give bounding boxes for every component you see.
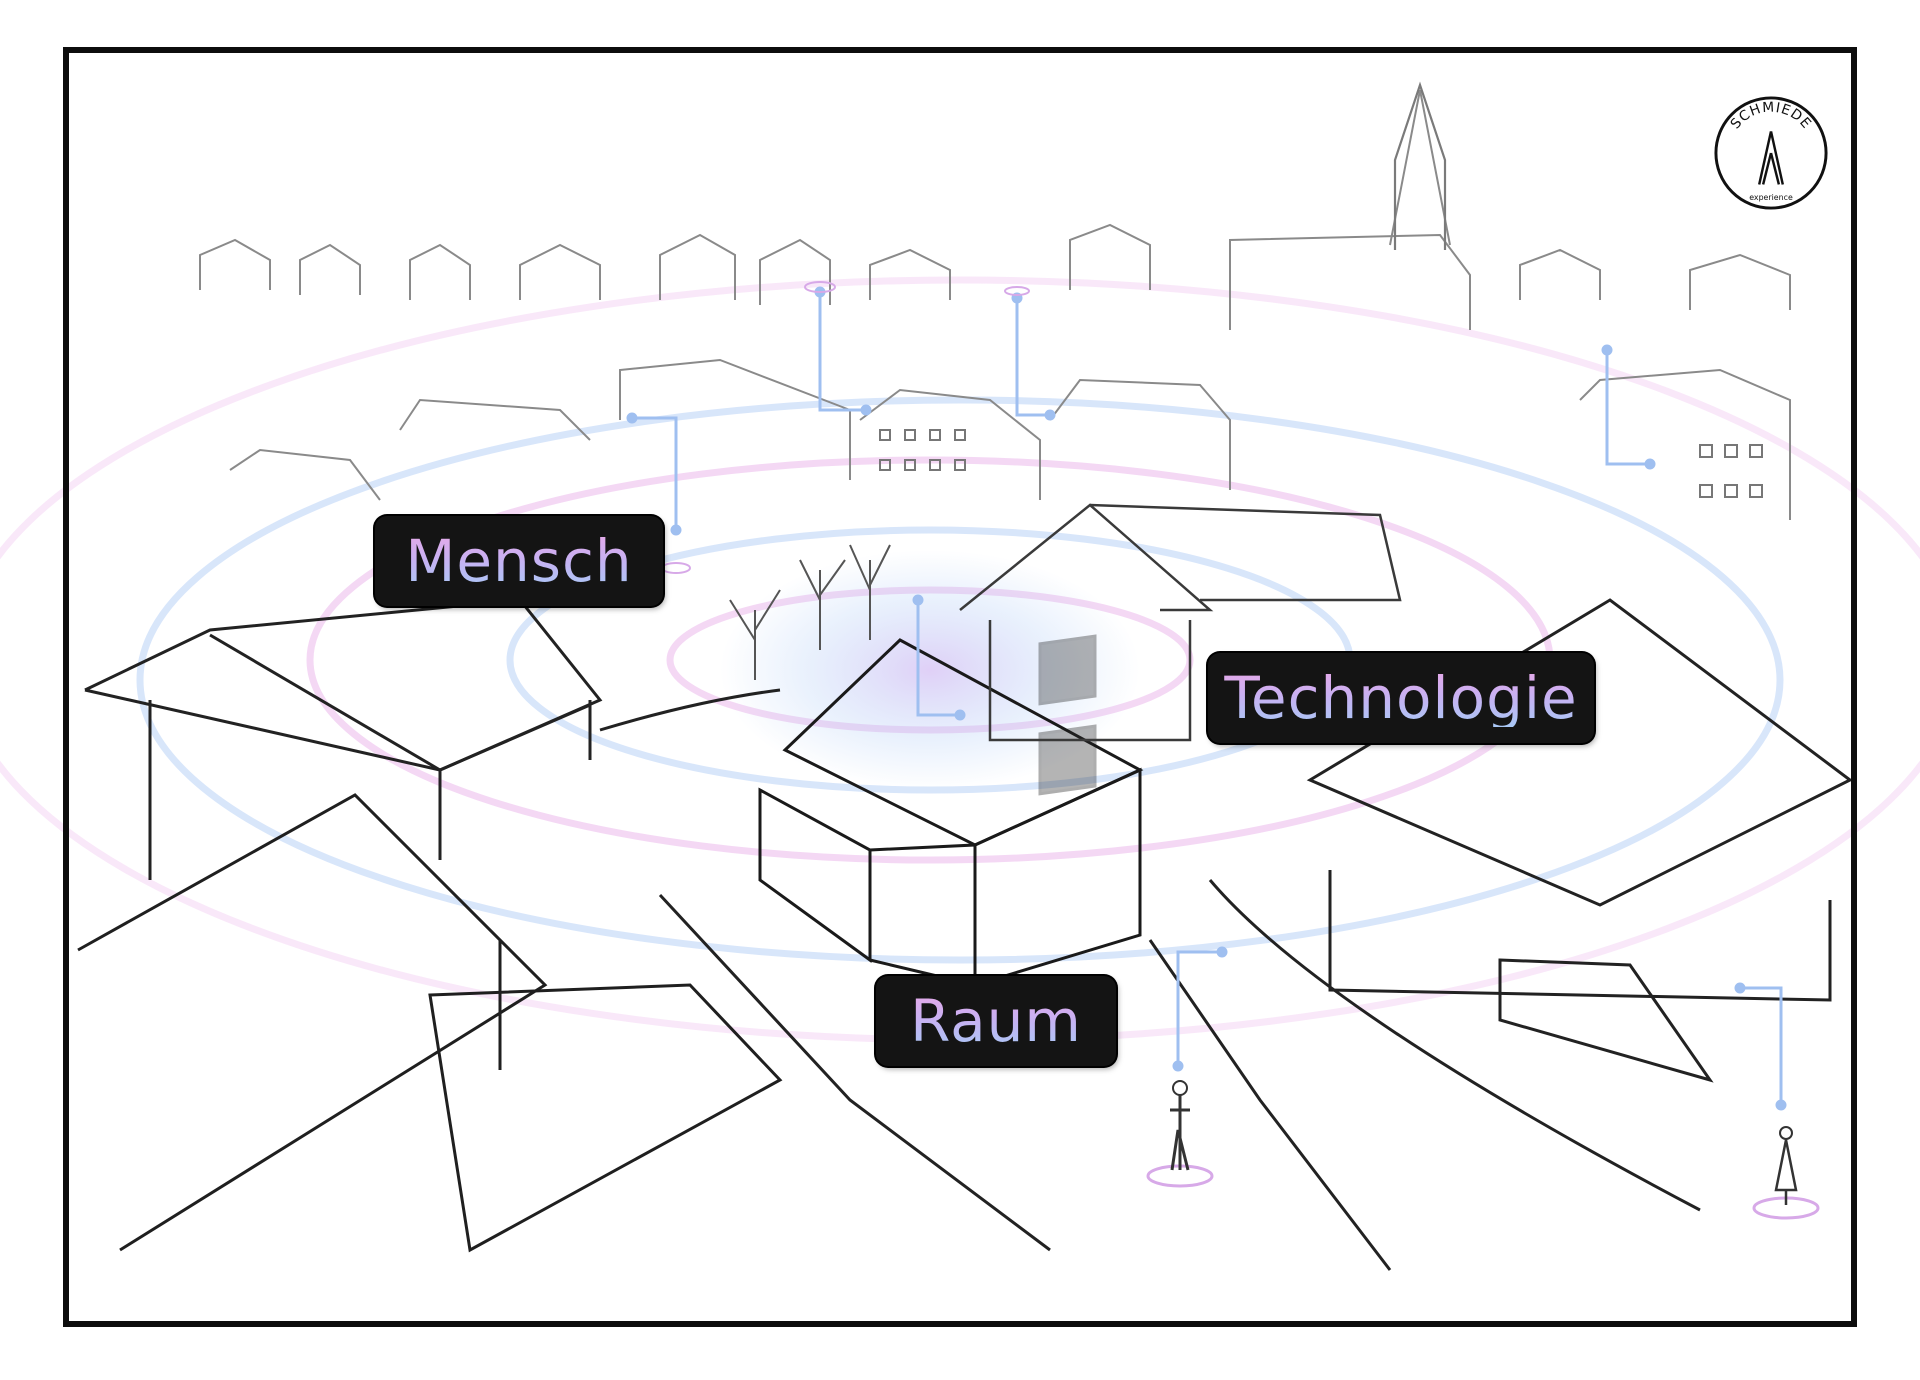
label-raum-text: Raum [910,987,1082,1055]
label-technologie-text: Technologie [1224,664,1578,732]
logo-subtitle: experience [1749,193,1793,202]
label-mensch-text: Mensch [405,527,633,595]
picture-frame [63,47,1857,1327]
label-raum: Raum [876,976,1116,1066]
signal-center-glow [720,550,1140,790]
house-left [84,598,603,880]
people-figures [661,281,1820,1220]
church-sketch [1393,81,1447,250]
house-mid [959,503,1402,742]
house-bottom-left [77,793,783,1253]
label-mensch: Mensch [375,516,663,606]
house-center [758,634,1144,987]
schmiede-logo: SCHMIEDE experience [1714,96,1828,210]
label-technologie: Technologie [1208,653,1594,743]
tree-sketch [729,544,891,680]
background-village [199,89,1791,520]
road-lines [599,688,1701,1271]
mid-windows [879,429,1763,498]
connector-pins [626,286,1787,1111]
